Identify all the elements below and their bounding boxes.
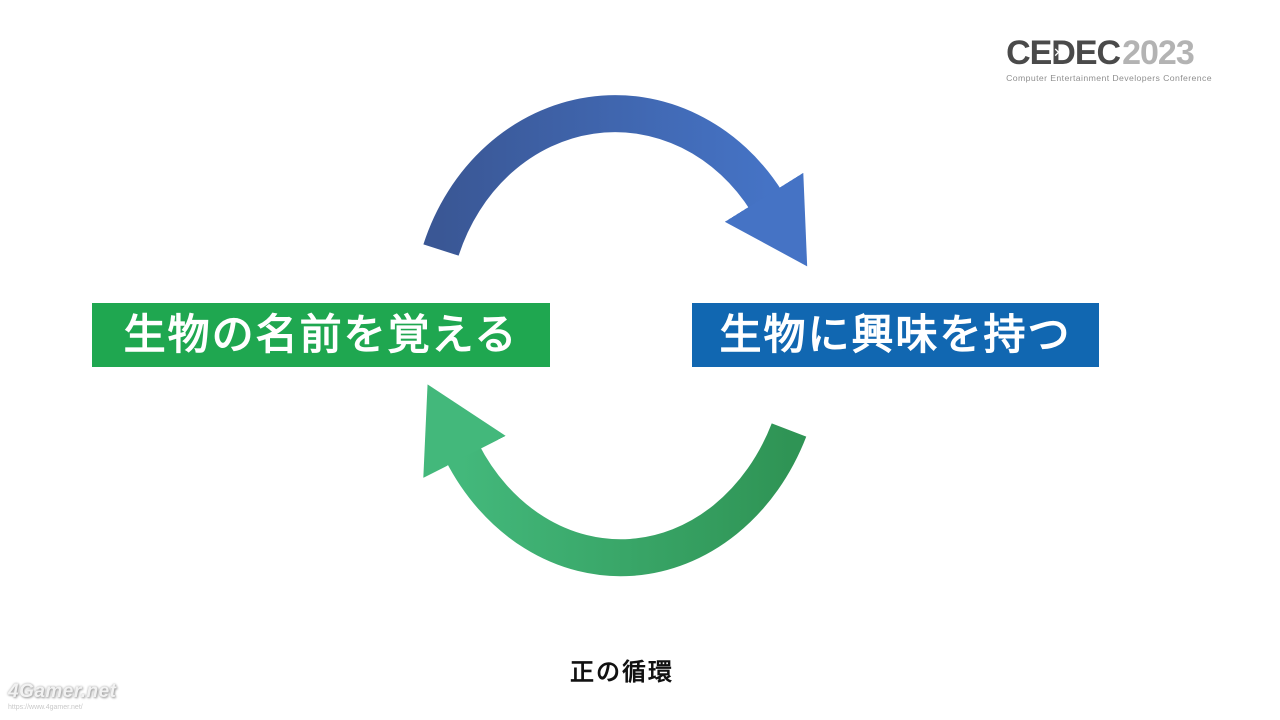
watermark-logo: 4Gamer.net [8, 681, 117, 702]
cedec-logo-subtitle: Computer Entertainment Developers Confer… [1006, 73, 1212, 83]
cedec-logo-row: CEDEC2023 ✕ [1006, 36, 1212, 70]
right-box: 生物に興味を持つ [692, 303, 1099, 367]
bottom-arrow [423, 384, 807, 577]
cedec-logo-text: CEDEC [1006, 34, 1121, 72]
watermark-url: https://www.4gamer.net/ [8, 704, 83, 711]
right-box-label: 生物に興味を持つ [719, 311, 1072, 358]
left-box-label: 生物の名前を覚える [123, 311, 519, 358]
watermark: 4Gamer.net https://www.4gamer.net/ [8, 682, 117, 711]
cedec-d-cross-icon: ✕ [1053, 45, 1064, 60]
cedec-logo-year: 2023 [1122, 34, 1195, 72]
cedec-logo: CEDEC2023 ✕ Computer Entertainment Devel… [1006, 36, 1212, 83]
top-arrow [423, 95, 808, 267]
cycle-caption: 正の循環 [570, 659, 674, 686]
left-box: 生物の名前を覚える [92, 303, 550, 367]
